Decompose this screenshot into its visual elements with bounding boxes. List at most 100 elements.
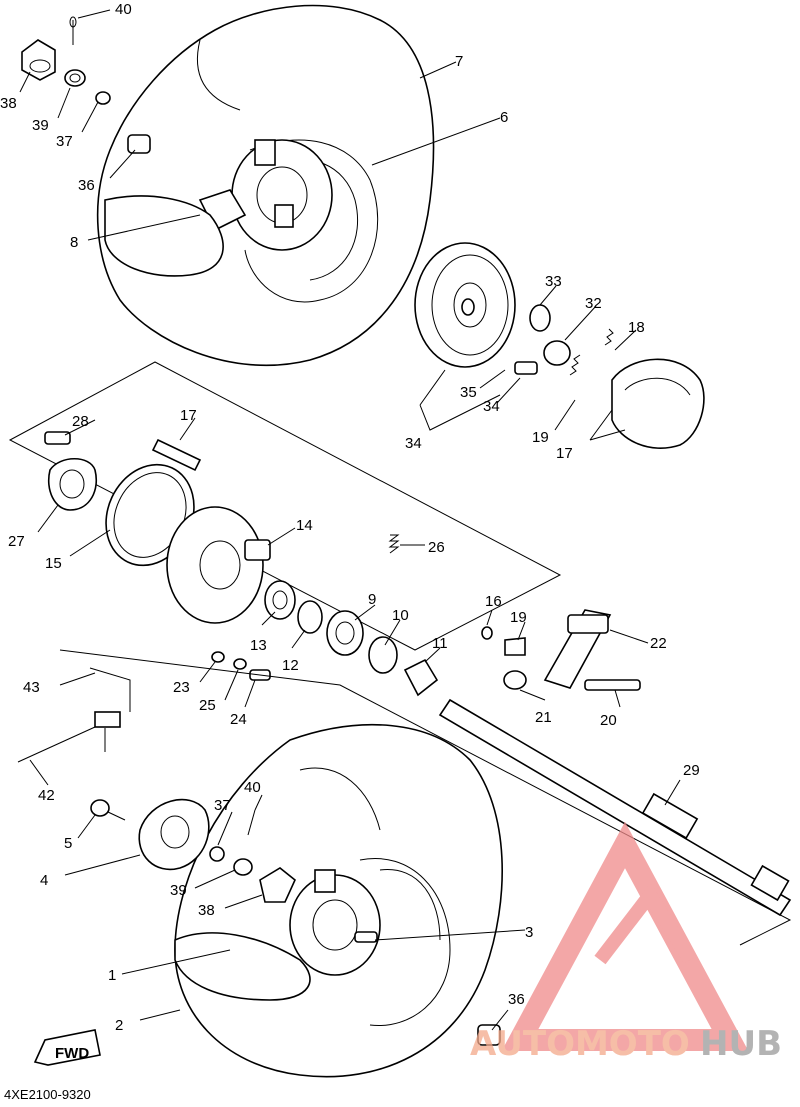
- spring-27: [388, 534, 400, 554]
- brake-drum: [414, 242, 516, 368]
- bolt-3: [354, 931, 378, 943]
- callout-labels: 40 38 39 37 36 8 7 6 33 32 18 35 34 34 1…: [0, 1, 700, 1034]
- callout-5: 5: [64, 835, 72, 852]
- brake-shoe-18: [611, 358, 705, 449]
- callout-28: 27: [8, 533, 25, 550]
- bolt-34: [514, 361, 538, 375]
- hub-flange-4: [138, 798, 210, 871]
- diagram-code: 4XE2100-9320: [4, 1087, 91, 1102]
- o-ring-32: [529, 304, 551, 332]
- bearing-9: [326, 610, 364, 656]
- washer-24: [211, 651, 225, 663]
- washer-37-bottom: [209, 846, 225, 862]
- cap-nut-38-top: [21, 39, 56, 81]
- callout-39-bottom: 39: [170, 882, 187, 899]
- callout-8: 8: [70, 234, 78, 251]
- callout-4: 4: [40, 872, 48, 889]
- collar-36-top: [127, 134, 151, 154]
- callout-18: 17: [556, 445, 573, 462]
- callout-40-top: 40: [115, 1, 132, 18]
- callout-23: 22: [650, 635, 667, 652]
- callout-12: 12: [282, 657, 299, 674]
- nut-39-top: [64, 69, 86, 87]
- cap-nut-38-bottom: [259, 867, 296, 903]
- callout-21: 20: [600, 712, 617, 729]
- spacer-31: [543, 340, 571, 366]
- callout-24: 23: [173, 679, 190, 696]
- callout-30: 29: [683, 762, 700, 779]
- leader-lines: [19, 9, 681, 1031]
- bottom-rim-shell: [174, 932, 311, 1001]
- seal-10: [368, 636, 398, 674]
- clip-43: [94, 711, 121, 728]
- callout-33: 34: [405, 435, 422, 452]
- nut-39-bottom: [233, 858, 253, 876]
- cotter-pin-40-bottom: [247, 809, 256, 836]
- bolt-5: [90, 799, 126, 821]
- o-ring-16: [481, 626, 493, 640]
- bolt-21: [584, 679, 641, 691]
- callout-19-top: 18: [628, 319, 645, 336]
- callout-26: 25: [199, 697, 216, 714]
- callout-9: 9: [368, 591, 376, 608]
- callout-36-bottom: 36: [508, 991, 525, 1008]
- callout-38-top: 38: [0, 95, 17, 112]
- callout-40-bottom: 40: [244, 779, 261, 796]
- callout-22: 21: [535, 709, 552, 726]
- collar-36-bottom: [477, 1024, 501, 1046]
- bolt-29: [44, 431, 71, 445]
- watermark-triangle: [501, 821, 749, 1051]
- callout-7: 7: [455, 53, 463, 70]
- fwd-label: FWD: [55, 1045, 89, 1062]
- callout-35: 35: [460, 384, 477, 401]
- watermark-text-2: HUB: [700, 1024, 782, 1064]
- callout-19-bottom: 19: [532, 429, 549, 446]
- spacer-11: [403, 658, 439, 697]
- pin-41: [17, 726, 96, 763]
- callout-34: 34: [483, 398, 500, 415]
- watermark-logo: AUTOMOTO HUB: [470, 821, 782, 1064]
- axle-30: [438, 698, 792, 917]
- callout-29: 28: [72, 413, 89, 430]
- callout-36-top: 36: [78, 177, 95, 194]
- callout-2: 2: [115, 1017, 123, 1034]
- plate-20: [504, 637, 526, 656]
- bearing-13: [264, 580, 296, 620]
- guide-box-lower: [59, 649, 792, 946]
- cotter-pin-40-top: [69, 16, 77, 45]
- callout-37-bottom: 37: [214, 797, 231, 814]
- callout-25: 24: [230, 711, 247, 728]
- callout-10: 10: [392, 607, 409, 624]
- callout-20: 19: [510, 609, 527, 626]
- spacer-12: [297, 600, 323, 634]
- nut-22: [503, 670, 527, 690]
- callout-41: 42: [38, 787, 55, 804]
- callout-3: 3: [525, 924, 533, 941]
- arm-23: [543, 609, 612, 689]
- callout-15: 15: [45, 555, 62, 572]
- callout-27: 26: [428, 539, 445, 556]
- washer-26: [233, 658, 247, 670]
- callout-38-bottom: 38: [198, 902, 215, 919]
- gasket-28: [48, 457, 97, 511]
- rod-42: [89, 667, 131, 712]
- callout-6: 6: [500, 109, 508, 126]
- callout-37-top: 37: [56, 133, 73, 150]
- washer-37-top: [95, 91, 111, 105]
- callout-14: 14: [296, 517, 313, 534]
- callout-42: 43: [23, 679, 40, 696]
- callout-1: 1: [108, 967, 116, 984]
- callout-32: 33: [545, 273, 562, 290]
- callout-11: 11: [432, 635, 448, 652]
- watermark-text-1: AUTOMOTO: [470, 1024, 690, 1064]
- top-hub: [198, 139, 333, 251]
- callout-39-top: 39: [32, 117, 49, 134]
- spring-19: [569, 328, 614, 376]
- fwd-arrow-icon: FWD: [33, 1029, 101, 1066]
- bottom-hub: [289, 869, 381, 976]
- callout-16: 16: [485, 593, 502, 610]
- callout-13: 13: [250, 637, 267, 654]
- callout-17: 17: [180, 407, 197, 424]
- callout-31: 32: [585, 295, 602, 312]
